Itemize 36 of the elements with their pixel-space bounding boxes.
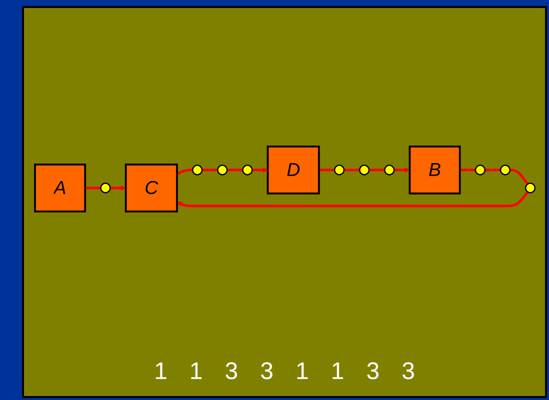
node-circle: [242, 164, 253, 176]
connector: [318, 168, 335, 172]
connector: [510, 168, 529, 185]
rate-number: 1: [296, 358, 309, 386]
rate-number: 3: [260, 358, 274, 386]
node-circle: [500, 164, 511, 176]
connector: [227, 168, 243, 172]
node-circle: [524, 182, 536, 194]
node-circle: [100, 182, 111, 194]
node-box: A: [34, 164, 86, 212]
node-circle: [334, 164, 345, 176]
rate-number: 3: [224, 358, 238, 386]
arrow: [110, 185, 126, 191]
arrow: [252, 167, 268, 173]
node-box: B: [408, 146, 461, 194]
node-circle: [359, 164, 370, 176]
connector: [460, 168, 476, 172]
rate-number: 1: [330, 358, 344, 386]
connector: [369, 168, 385, 172]
rate-number: 3: [366, 358, 380, 386]
rate-number: 1: [189, 358, 203, 386]
arrow: [176, 191, 529, 208]
connector: [344, 168, 360, 172]
connector: [484, 168, 501, 172]
rate-number: 3: [402, 358, 415, 386]
node-circle: [217, 164, 228, 176]
arrow: [394, 167, 410, 173]
connector: [176, 168, 193, 176]
connector: [202, 168, 218, 172]
rate-number: 1: [154, 358, 168, 386]
node-circle: [474, 164, 486, 176]
node-circle: [384, 164, 395, 176]
node-box: D: [266, 146, 320, 194]
node-circle: [192, 164, 203, 176]
node-box: C: [124, 164, 178, 212]
connector: [85, 186, 101, 190]
